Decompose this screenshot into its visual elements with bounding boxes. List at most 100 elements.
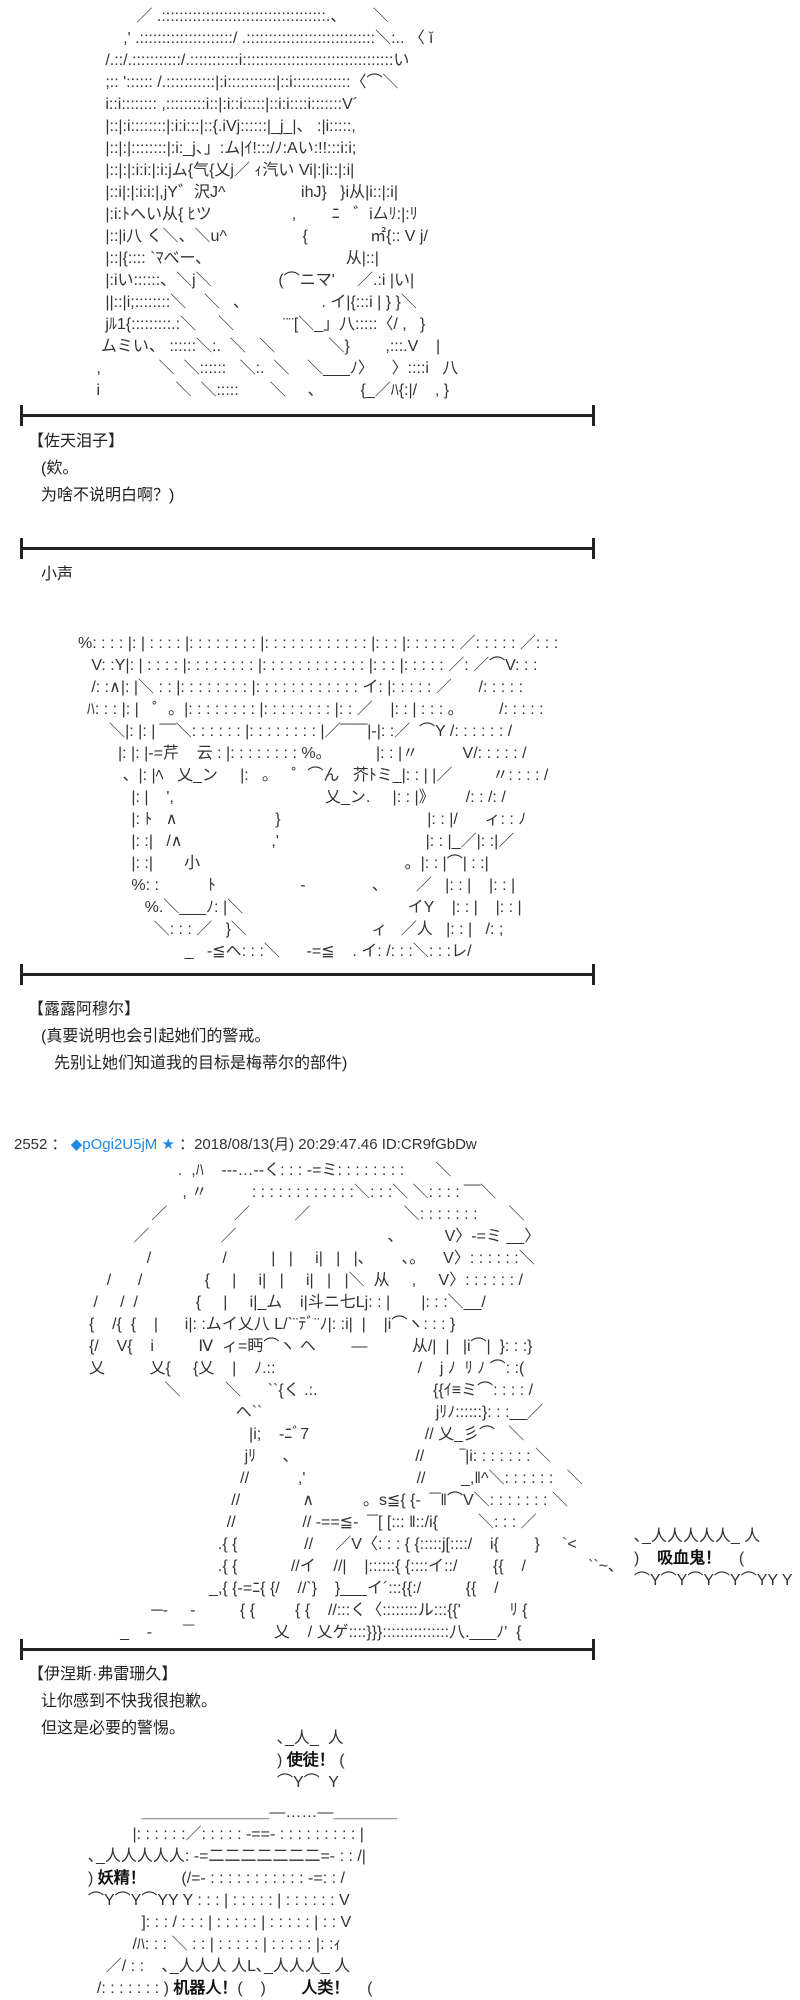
ascii-art-line: / / | | i| | |､ 、。 V〉: : : : : :＼ [89, 1250, 535, 1267]
ascii-art-segment: ( ) [237, 1980, 302, 1997]
dialogue-rulu: 【露露阿穆尔】(真要说明也会引起她们的警戒。先别让她们知道我的目标是梅蒂尔的部件… [28, 996, 347, 1077]
shout-text: 机器人！ [173, 1980, 238, 1997]
post-id[interactable]: ID:CR9fGbDw [377, 1136, 477, 1153]
ascii-art-line: ,' .:::::::::::::::::::::/ .::::::::::::… [92, 30, 433, 47]
ascii-art-segment: /: : : : : : : ) [88, 1980, 174, 1997]
divider-1 [20, 405, 595, 426]
ascii-art-line: ／ .:::::::::::::::::::::::::::::::::::::… [92, 8, 389, 25]
ascii-art-line: |::|:|:i:i:|:i:jム{气{乂j／ ｨ汽い Vi|:|i::|:i| [92, 162, 355, 179]
ascii-art-line: |:iい::::::、＼j＼ (⌒ニマ' ／.:i |い| [92, 272, 415, 289]
ascii-art-segment: /ﾊ: : : ＼ : : | : : : : : | : : : : : |:… [88, 1936, 342, 1953]
bubble-top: ､_人人人人人_ 人 [634, 1528, 761, 1545]
bubble-bottom: ⌒Y⌒Y⌒Y⌒Y⌒YY Y [634, 1572, 793, 1589]
ascii-art-segment: ､_人人人人人: -=二二二二二二二=- : : /| [88, 1848, 366, 1865]
bubble-text: 使徒！ [286, 1752, 335, 1769]
ascii-art-line: _ - ‾‾ 乂 / 乂ゲ::::}}}:::::::::::::::八.___… [89, 1624, 522, 1641]
speaker-name: 【露露阿穆尔】 [28, 1001, 141, 1018]
shout-text: 人类！ [301, 1980, 350, 1997]
bubble-middle: ) 使徒！ ( [277, 1750, 345, 1772]
divider-4 [20, 1639, 595, 1660]
ascii-art-line: |::|i八 く＼、＼u^ { ㎡{:: V j/ [92, 228, 428, 245]
bubble-text: 吸血鬼！ [657, 1550, 722, 1567]
ascii-art-segment: ]: : : / : : : | : : : : : | : : : : : |… [88, 1914, 352, 1931]
ascii-art-line: . ,ﾊ ‐‐‐…‐‐く: : : -=ミ: : : : : : : : ＼ [89, 1162, 452, 1179]
ascii-art-line: |: : : : : :／: : : : : -==- : : : : : : … [88, 1824, 364, 1846]
ascii-art-line: %.＼___ﾉ: |＼ イY |: : | |: : | [78, 899, 522, 916]
ascii-art-line: ／ ／ ／ ＼: : : : : : : ＼ [89, 1206, 525, 1223]
ascii-art-line: ムミい、 ::::::＼:. ＼ ＼ ＼} ,:::.V | [92, 338, 441, 355]
ascii-art-segment: ( [349, 1980, 373, 1997]
post-header: 2552 ： ◆pOgi2U5jM ★ ：2018/08/13(月) 20:29… [14, 1136, 477, 1154]
ascii-art-line: /: : : : : : : ) 机器人！( ) 人类！ ( [88, 1978, 373, 2000]
bubble-open: ) [634, 1550, 640, 1567]
ascii-art-line: .{ { // ／V〈: : : { {:::::j[::::/ i{ } `< [89, 1536, 577, 1553]
ascii-art-line: |::|{:::: `ﾏべー､ 从|::| [92, 250, 379, 267]
ascii-art-line: ､_人人人人人: -=二二二二二二二=- : : /| [88, 1846, 366, 1868]
ascii-art-line: |: | ', 乂_ン. |: : |》 /: : /: / [78, 789, 506, 806]
ascii-art-line: ⌒Y⌒Y⌒YY Y : : : | : : : : : | : : : : : … [88, 1890, 350, 1912]
divider-3 [20, 964, 595, 985]
bubble-top: ､_人_ 人 [277, 1730, 344, 1747]
bubble-open: ) [277, 1752, 283, 1769]
ascii-art-line: |::i|:|:i:i:|,jY゛沢J^ ihJ} }i从|i::|:i| [92, 184, 398, 201]
ascii-art-line: /ﾊ: : : ＼ : : | : : : : : | : : : : : |:… [88, 1934, 341, 1956]
dialogue-line: 让你感到不快我很抱歉。 [41, 1693, 218, 1710]
ascii-art-segment: ⌒Y⌒Y⌒YY Y : : : | : : : : : | : : : : : … [88, 1892, 350, 1909]
ascii-art-line: {/ V{ i Ⅳ ィ=眄⌒ヽ ヘ ― 从/| | |i⌒| }: : :} [89, 1338, 533, 1355]
dialogue-line: (真要说明也会引起她们的警戒。 [41, 1028, 271, 1045]
post-number[interactable]: 2552 [14, 1136, 48, 1153]
ascii-art-line: /.::/.:::::::::::/.:::::::::::i:::::::::… [92, 52, 410, 69]
ascii-art-line: |: :| /∧ ,' |: : |_／|: :|／ [78, 833, 515, 850]
ascii-art-line: V: :Y|: | : : : : |: : : : : : : : |: : … [78, 657, 538, 674]
ascii-art-line: |: :| 小 。|: : |⌒| : :| [78, 855, 489, 872]
ascii-art-line: |i; -ﾆﾞ7 // 乂_彡⌒ ＼ [89, 1426, 525, 1443]
ascii-art-line: ／ ／ ､ V〉-=ミ __〉 [89, 1228, 541, 1245]
ascii-art-line: ＼ ＼ ``{く .:. {{ｲ≡ミ⌒: : : : / [89, 1382, 534, 1399]
speech-bubble-vampire: ､_人人人人人_ 人 ) 吸血鬼！ ( ⌒Y⌒Y⌒Y⌒Y⌒YY Y [634, 1526, 793, 1592]
ascii-art-line: i::i:::::::: ,:::::::::i::|:i::i:::::|::… [92, 96, 359, 113]
separator: ： [47, 1136, 71, 1153]
ascii-art-line: |: |: |-=芹 云 : |: : : : : : : : %。 |: : … [78, 745, 527, 762]
poster-trip[interactable]: ◆pOgi2U5jM ★ [70, 1136, 175, 1153]
ascii-art-line: ＼: : : ／ }＼ ィ ／人 |: : | /: ; [78, 921, 504, 938]
divider-2 [20, 538, 595, 559]
ascii-art-line: ─- - { { { { //:::く〈::::::::ル:::{{' ﾘ { [89, 1602, 528, 1619]
ascii-art-line: i ＼ ＼::::: ＼ ､ {_／ﾊ{:|/ , } [92, 382, 450, 399]
ascii-art-segment: |: : : : : :／: : : : : -==- : : : : : : … [88, 1826, 364, 1843]
bubble-bottom: ⌒Y⌒ Y [277, 1774, 339, 1791]
ascii-art-saten: ／ .:::::::::::::::::::::::::::::::::::::… [92, 6, 458, 402]
shout-text: 妖精！ [97, 1870, 146, 1887]
post-datetime: 2018/08/13(月) 20:29:47.46 [194, 1136, 378, 1153]
ascii-art-line: , 〃 : : : : : : : : : : : :＼: : :＼ ＼: : … [89, 1184, 497, 1201]
ascii-art-segment: (/=- : : : : : : : : : : : -=: : / [145, 1870, 345, 1887]
bubble-close: ( [339, 1752, 345, 1769]
ascii-art-line: / / { | i| | i| | |＼ 从 , V〉: : : : : : / [89, 1272, 523, 1289]
ascii-art-line: |::|:|::::::::|:i:_j、」:ム|ｲ!:::/ﾉ:Aい:!!::… [92, 140, 357, 157]
ascii-art-line: |:i:ﾄへい从{ ﾋツ , ﾆ ゛i厶ﾘ:|:ﾘ [92, 206, 418, 223]
ascii-art-line: |::|:i::::::::|:i:i:::|::{.iVj::::::|_j_… [92, 118, 356, 135]
ascii-art-segment: ＿＿＿＿＿＿＿＿―……―＿＿＿＿ [88, 1804, 398, 1821]
ascii-art-line: 乂 乂{ {乂 | ﾉ.:: / j ﾉ ﾘ ﾉ ⌒: :( [89, 1360, 525, 1377]
speech-bubble-apostle: ､_人_ 人) 使徒！ (⌒Y⌒ Y [277, 1728, 345, 1794]
dialogue-saten: 【佐天泪子】(欸。为啥不说明白啊？) [28, 428, 174, 509]
ascii-art-line: ||::|i;::::::::＼ ＼ ､ . イ|{:::i | } }＼ [92, 294, 417, 311]
ascii-art-line: ) 妖精！ (/=- : : : : : : : : : : : -=: : / [88, 1868, 345, 1890]
ascii-art-line: ﾊ: : : |: | ゜。|: : : : : : : : |: : : : … [78, 701, 544, 718]
speaker-name: 【伊涅斯·弗雷珊久】 [28, 1666, 178, 1683]
ascii-art-line: ＿＿＿＿＿＿＿＿―……―＿＿＿＿ [88, 1802, 397, 1824]
ascii-art-line: ヘ`` jﾘﾉ::::::}: : :__／ [89, 1404, 544, 1421]
aside-note: 小声 [28, 561, 73, 588]
ascii-art-line: jﾙ1{:::::::::.:＼ ＼ ¨¨[＼_」八:::::〈/ , } [92, 316, 426, 333]
ascii-art-line: ]: : : / : : : | : : : : : | : : : : : |… [88, 1912, 351, 1934]
ascii-art-line: /: :∧|: |＼ : : |: : : : : : : : |: : : :… [78, 679, 524, 696]
ascii-art-line: _,{ {-=ﾆ{ {/ //`} }___イ´:::{{:/ {{ / [89, 1580, 499, 1597]
ascii-art-segment: ／/ : : ､_人人人 人L､_人人人_ 人 [88, 1958, 351, 1975]
ascii-art-line: %: : : : |: | : : : : |: : : : : : : : |… [78, 635, 559, 652]
dialogue-ines: 【伊涅斯·弗雷珊久】让你感到不快我很抱歉。但这是必要的警惕。 [28, 1661, 217, 1742]
ascii-art-line: // // -==≦- ‾‾[ [::: ‖::/i{ ＼: : : ／ [89, 1514, 537, 1531]
ascii-art-line: 、|: |ﾍ 乂_ン |: 。 ゜⌒ん 芥ﾄミ_|: : | |／ 〃: : :… [78, 767, 549, 784]
dialogue-line: (欸。 [41, 460, 79, 477]
bubble-middle: ) 吸血鬼！ ( [634, 1548, 744, 1570]
ascii-art-line: , ＼ ＼:::::: ＼:. ＼ ＼___ﾉ〉 〉::::i 八 [92, 360, 459, 377]
dialogue-line: 但这是必要的警惕。 [41, 1720, 186, 1737]
